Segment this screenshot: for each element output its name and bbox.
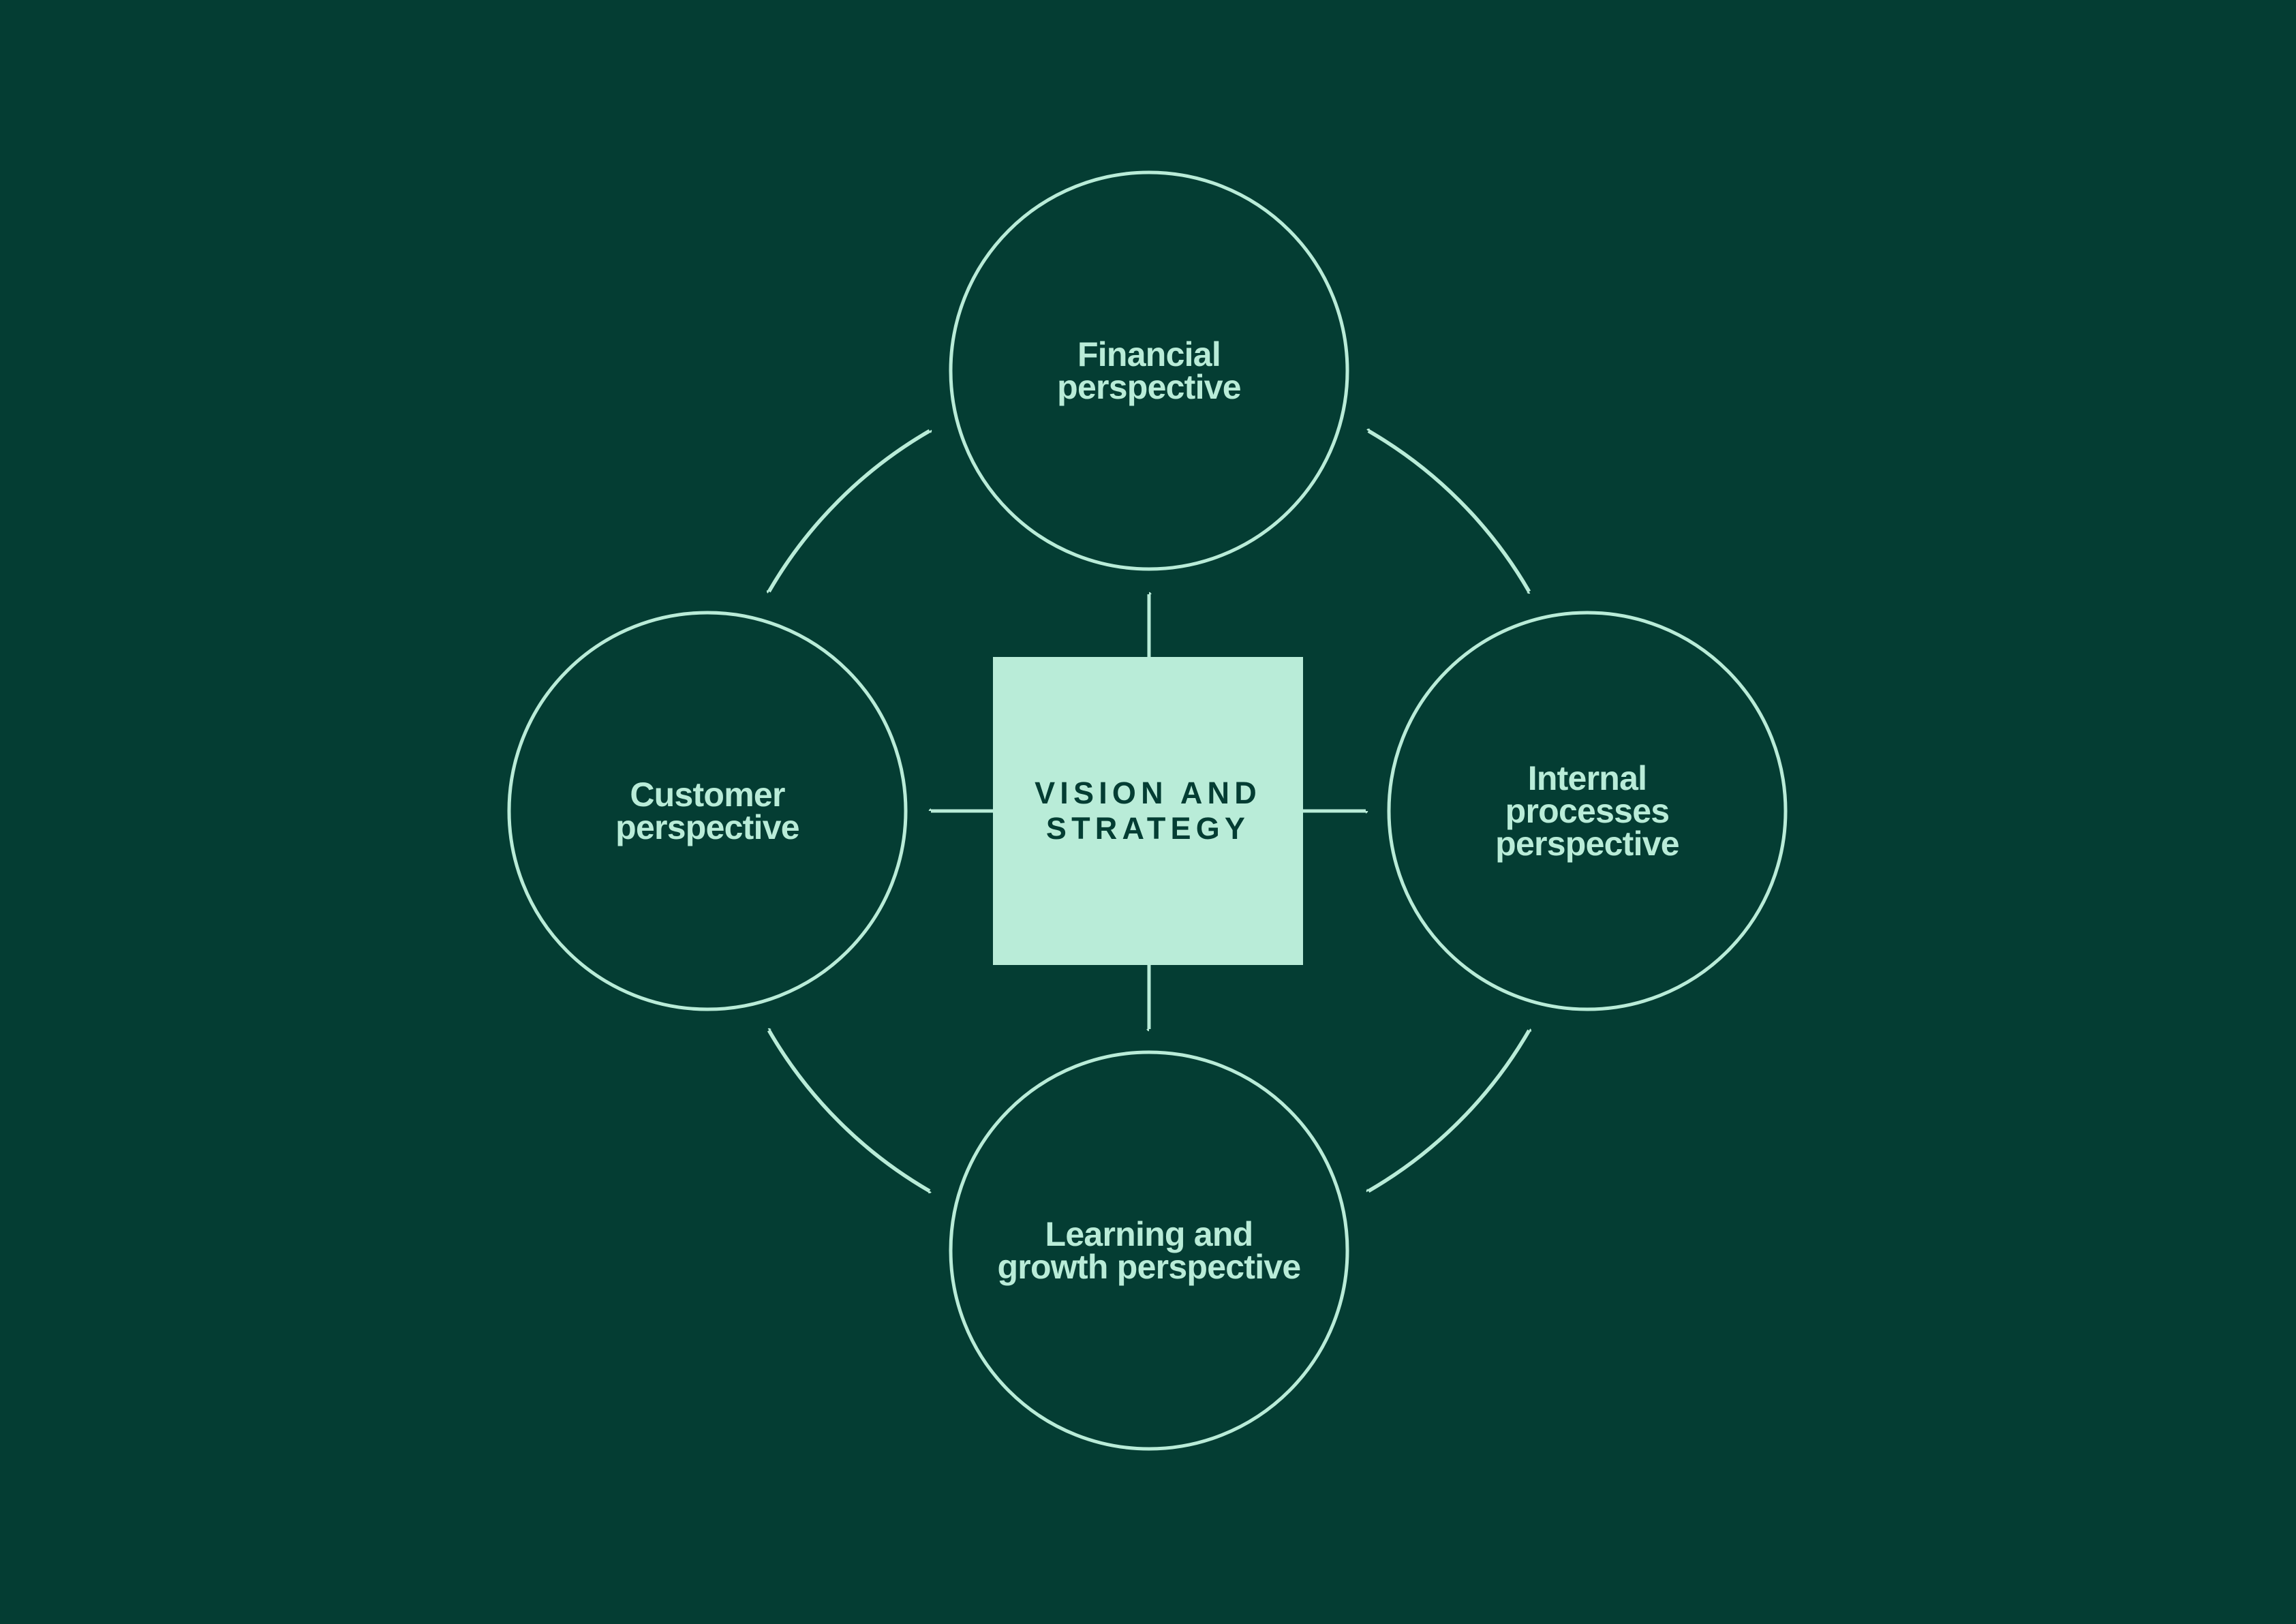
label-line: perspective xyxy=(1057,368,1241,406)
label-line: Internal xyxy=(1527,759,1647,797)
arc-internal-learning xyxy=(1368,1030,1529,1191)
label-line: Customer xyxy=(630,776,785,814)
arc-customer-financial xyxy=(769,431,930,592)
label-line: perspective xyxy=(615,808,799,846)
customer-circle xyxy=(507,611,908,1011)
arc-learning-customer xyxy=(769,1030,930,1191)
label-line: VISION AND xyxy=(1035,776,1261,810)
vision-strategy-box xyxy=(993,657,1303,965)
learning-circle xyxy=(949,1050,1349,1451)
label-line: processes xyxy=(1505,792,1670,830)
label-line: perspective xyxy=(1495,825,1679,863)
label-line: Financial xyxy=(1077,335,1221,373)
label-line: STRATEGY xyxy=(1045,811,1251,846)
vision-strategy-label: VISION AND STRATEGY xyxy=(993,657,1303,965)
label-line: growth perspective xyxy=(997,1248,1302,1286)
internal-processes-perspective-label: Internal processes perspective xyxy=(1389,613,1786,1009)
financial-perspective-label: Financial perspective xyxy=(951,172,1347,569)
customer-perspective-label: Customer perspective xyxy=(509,613,906,1009)
internal-circle xyxy=(1387,611,1788,1011)
label-line: Learning and xyxy=(1045,1215,1254,1253)
arc-financial-internal xyxy=(1368,431,1529,592)
learning-growth-perspective-label: Learning and growth perspective xyxy=(951,1052,1347,1449)
financial-circle xyxy=(949,170,1349,571)
